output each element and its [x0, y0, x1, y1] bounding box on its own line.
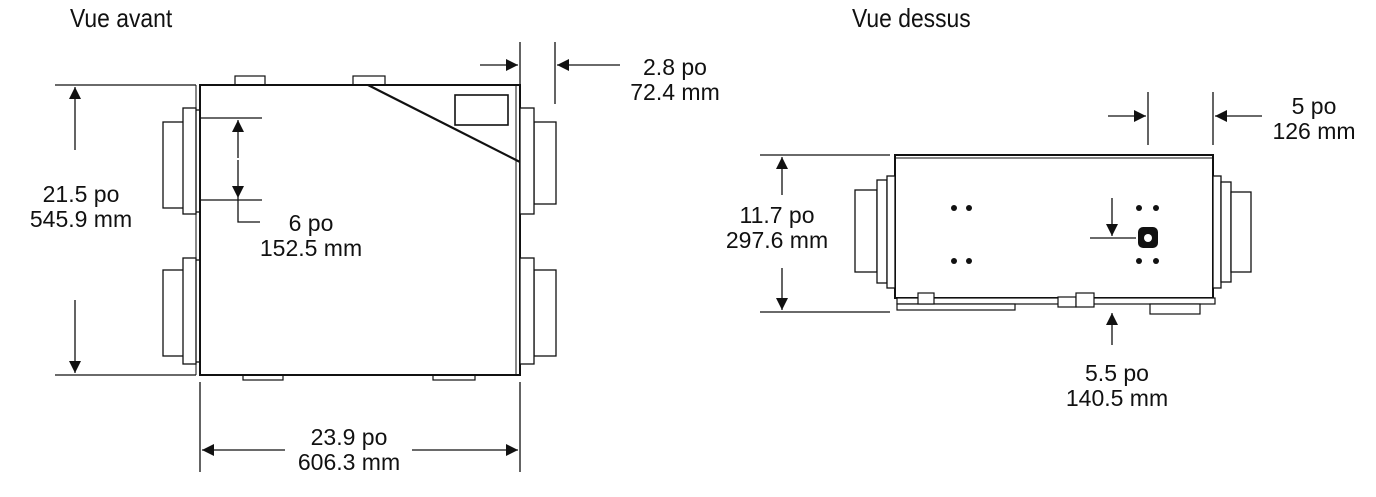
top-offset-imperial: 5 po	[1291, 93, 1337, 119]
front-port-bottom-left	[162, 257, 200, 365]
top-drain-imperial: 5.5 po	[1085, 360, 1149, 386]
top-offset-dimension	[1108, 92, 1262, 145]
front-width-label: 23.9 po 606.3 mm	[287, 425, 411, 475]
front-height-imperial: 21.5 po	[42, 181, 120, 207]
top-drain-metric: 140.5 mm	[1065, 385, 1169, 411]
front-port-imperial: 6 po	[288, 210, 334, 236]
front-port-dimension	[200, 117, 262, 223]
top-view-unit	[894, 154, 1216, 315]
front-height-dimension	[55, 84, 196, 376]
front-width-metric: 606.3 mm	[297, 449, 401, 475]
front-height-metric: 545.9 mm	[29, 206, 133, 232]
top-drain-dimension	[1090, 198, 1136, 345]
front-port-metric: 152.5 mm	[259, 235, 363, 261]
front-offset-label: 2.8 po 72.4 mm	[620, 55, 730, 105]
top-depth-label: 11.7 po 297.6 mm	[716, 203, 838, 253]
top-depth-dimension	[760, 154, 890, 313]
front-view-title: Vue avant	[70, 3, 173, 33]
front-offset-metric: 72.4 mm	[630, 79, 720, 105]
front-offset-dimension	[480, 42, 620, 104]
top-depth-metric: 297.6 mm	[725, 227, 829, 253]
top-drain-label: 5.5 po 140.5 mm	[1056, 361, 1178, 411]
front-width-imperial: 23.9 po	[310, 424, 388, 450]
front-port-top-right	[519, 107, 557, 215]
top-depth-imperial: 11.7 po	[739, 202, 815, 228]
drain-fitting-icon	[1138, 227, 1158, 248]
front-port-top-left	[162, 107, 200, 215]
top-offset-label: 5 po 126 mm	[1262, 94, 1366, 144]
front-width-dimension	[199, 382, 521, 472]
top-port-right	[1212, 175, 1252, 289]
top-port-left	[854, 175, 896, 289]
front-height-label: 21.5 po 545.9 mm	[18, 182, 144, 232]
front-offset-imperial: 2.8 po	[643, 54, 707, 80]
top-offset-metric: 126 mm	[1272, 118, 1356, 144]
front-port-label: 6 po 152.5 mm	[252, 211, 370, 261]
top-view-title: Vue dessus	[852, 3, 971, 33]
front-port-bottom-right	[519, 257, 557, 365]
